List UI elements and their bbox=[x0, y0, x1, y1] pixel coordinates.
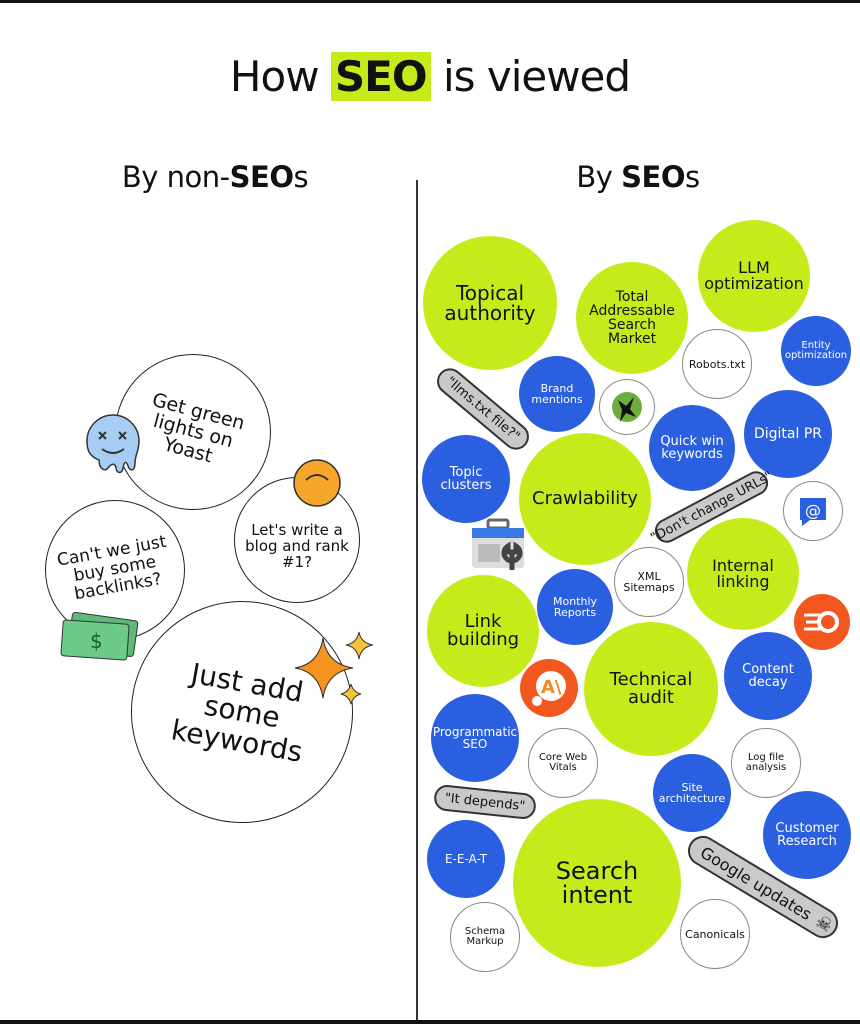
seo-bubble: Customer Research bbox=[763, 791, 851, 879]
bubble-text: XML Sitemaps bbox=[623, 570, 675, 594]
seo-bubble: Topic clusters bbox=[422, 435, 510, 523]
seo-bubble: Search intent bbox=[513, 799, 681, 967]
seo-bubble: Schema Markup bbox=[450, 902, 520, 972]
skull-icon: ☠ bbox=[811, 910, 837, 937]
left-bubble: Let's write a blog and rank #1? bbox=[234, 477, 360, 603]
bubble-text: Robots.txt bbox=[688, 357, 746, 371]
seo-bubble: Site architecture bbox=[653, 754, 731, 832]
bubble-text: Digital PR bbox=[753, 426, 823, 442]
bubble-text: Search intent bbox=[555, 857, 639, 909]
semrush-logo-icon bbox=[794, 594, 850, 650]
top-border bbox=[0, 0, 860, 3]
bubble-text: Core Web Vitals bbox=[538, 752, 588, 773]
bubble-text: Can't we just buy some backlinks? bbox=[55, 532, 168, 605]
left-heading-pre: By non- bbox=[121, 160, 230, 194]
melting-smiley-icon bbox=[86, 414, 140, 474]
seo-bubble: LLM optimization bbox=[698, 220, 810, 332]
svg-text:A\: A\ bbox=[541, 677, 562, 698]
bubble-text: Topical authority bbox=[444, 281, 536, 325]
bubble-text: Schema Markup bbox=[464, 926, 506, 947]
seo-bubble: Entity optimization bbox=[781, 316, 851, 386]
seo-bubble: Internal linking bbox=[687, 518, 799, 630]
bubble-text: Let's write a blog and rank #1? bbox=[245, 521, 349, 571]
right-heading-post: s bbox=[685, 160, 700, 194]
left-heading: By non-SEOs bbox=[15, 160, 415, 194]
seo-bubble: Canonicals bbox=[680, 899, 750, 969]
seo-bubble: Quick win keywords bbox=[649, 405, 735, 491]
left-heading-post: s bbox=[293, 160, 309, 194]
right-heading-bold: SEO bbox=[621, 160, 686, 194]
seo-bubble: Technical audit bbox=[584, 622, 718, 756]
seo-bubble: Content decay bbox=[724, 632, 812, 720]
bubble-text: Customer Research bbox=[775, 821, 839, 849]
bubble-text: E-E-A-T bbox=[444, 852, 488, 866]
bottom-border bbox=[0, 1020, 860, 1024]
title-highlight: SEO bbox=[330, 52, 431, 101]
seo-bubble: Digital PR bbox=[744, 390, 832, 478]
bubble-text: Crawlability bbox=[532, 488, 638, 509]
title-pre: How bbox=[229, 52, 320, 101]
smiley-icon bbox=[293, 459, 341, 507]
seo-bubble: Crawlability bbox=[519, 433, 651, 565]
dollar-bills-icon: $ bbox=[60, 612, 139, 661]
bubble-text: Brand mentions bbox=[531, 382, 583, 406]
bubble-text: Content decay bbox=[742, 662, 794, 690]
bubble-text: Programmatic SEO bbox=[432, 725, 518, 751]
left-bubble: Get green lights on Yoast bbox=[115, 354, 271, 510]
at-sign-icon: @ bbox=[783, 481, 843, 541]
svg-text:@: @ bbox=[805, 501, 821, 520]
right-heading: By SEOs bbox=[438, 160, 838, 194]
svg-text:$: $ bbox=[90, 629, 103, 653]
seo-bubble: E-E-A-T bbox=[427, 820, 505, 898]
bubble-text: Log file analysis bbox=[745, 752, 787, 773]
seo-bubble: Log file analysis bbox=[731, 728, 801, 798]
ahrefs-ai-logo-icon: A\ bbox=[520, 659, 578, 717]
pill-text: "It depends" bbox=[444, 790, 526, 814]
search-console-toolbox-icon bbox=[467, 515, 529, 577]
left-bubble: Just add some keywords bbox=[131, 601, 353, 823]
page-title: How SEO is viewed bbox=[0, 52, 860, 101]
title-post: is viewed bbox=[442, 52, 631, 101]
bubble-text: Monthly Reports bbox=[552, 595, 598, 619]
quote-pill: "It depends" bbox=[432, 783, 538, 821]
screaming-frog-logo-icon bbox=[599, 379, 655, 435]
seo-bubble: Link building bbox=[427, 575, 539, 687]
seo-bubble: Robots.txt bbox=[682, 329, 752, 399]
left-heading-bold: SEO bbox=[229, 160, 294, 194]
seo-bubble: Monthly Reports bbox=[537, 569, 613, 645]
bubble-text: Canonicals bbox=[685, 927, 745, 941]
bubble-text: Internal linking bbox=[712, 556, 774, 591]
sparkles-icon bbox=[294, 631, 374, 705]
bubble-text: Technical audit bbox=[609, 669, 693, 708]
seo-bubble: Topical authority bbox=[423, 236, 557, 370]
seo-bubble: XML Sitemaps bbox=[614, 547, 684, 617]
pill-text: "llms.txt file?" bbox=[443, 373, 523, 445]
bubble-text: LLM optimization bbox=[704, 258, 804, 293]
bubble-text: Total Addressable Search Market bbox=[589, 289, 675, 347]
bubble-text: Get green lights on Yoast bbox=[149, 388, 248, 468]
seo-bubble: Total Addressable Search Market bbox=[576, 262, 688, 374]
seo-bubble: Programmatic SEO bbox=[431, 694, 519, 782]
bubble-text: Topic clusters bbox=[440, 465, 492, 493]
bubble-text: Link building bbox=[446, 611, 520, 650]
divider bbox=[416, 180, 418, 1020]
right-heading-pre: By bbox=[576, 160, 622, 194]
seo-bubble: Brand mentions bbox=[519, 356, 595, 432]
seo-bubble: Core Web Vitals bbox=[528, 728, 598, 798]
bubble-text: Quick win keywords bbox=[660, 434, 724, 462]
bubble-text: Entity optimization bbox=[784, 340, 848, 361]
bubble-text: Site architecture bbox=[658, 781, 726, 805]
